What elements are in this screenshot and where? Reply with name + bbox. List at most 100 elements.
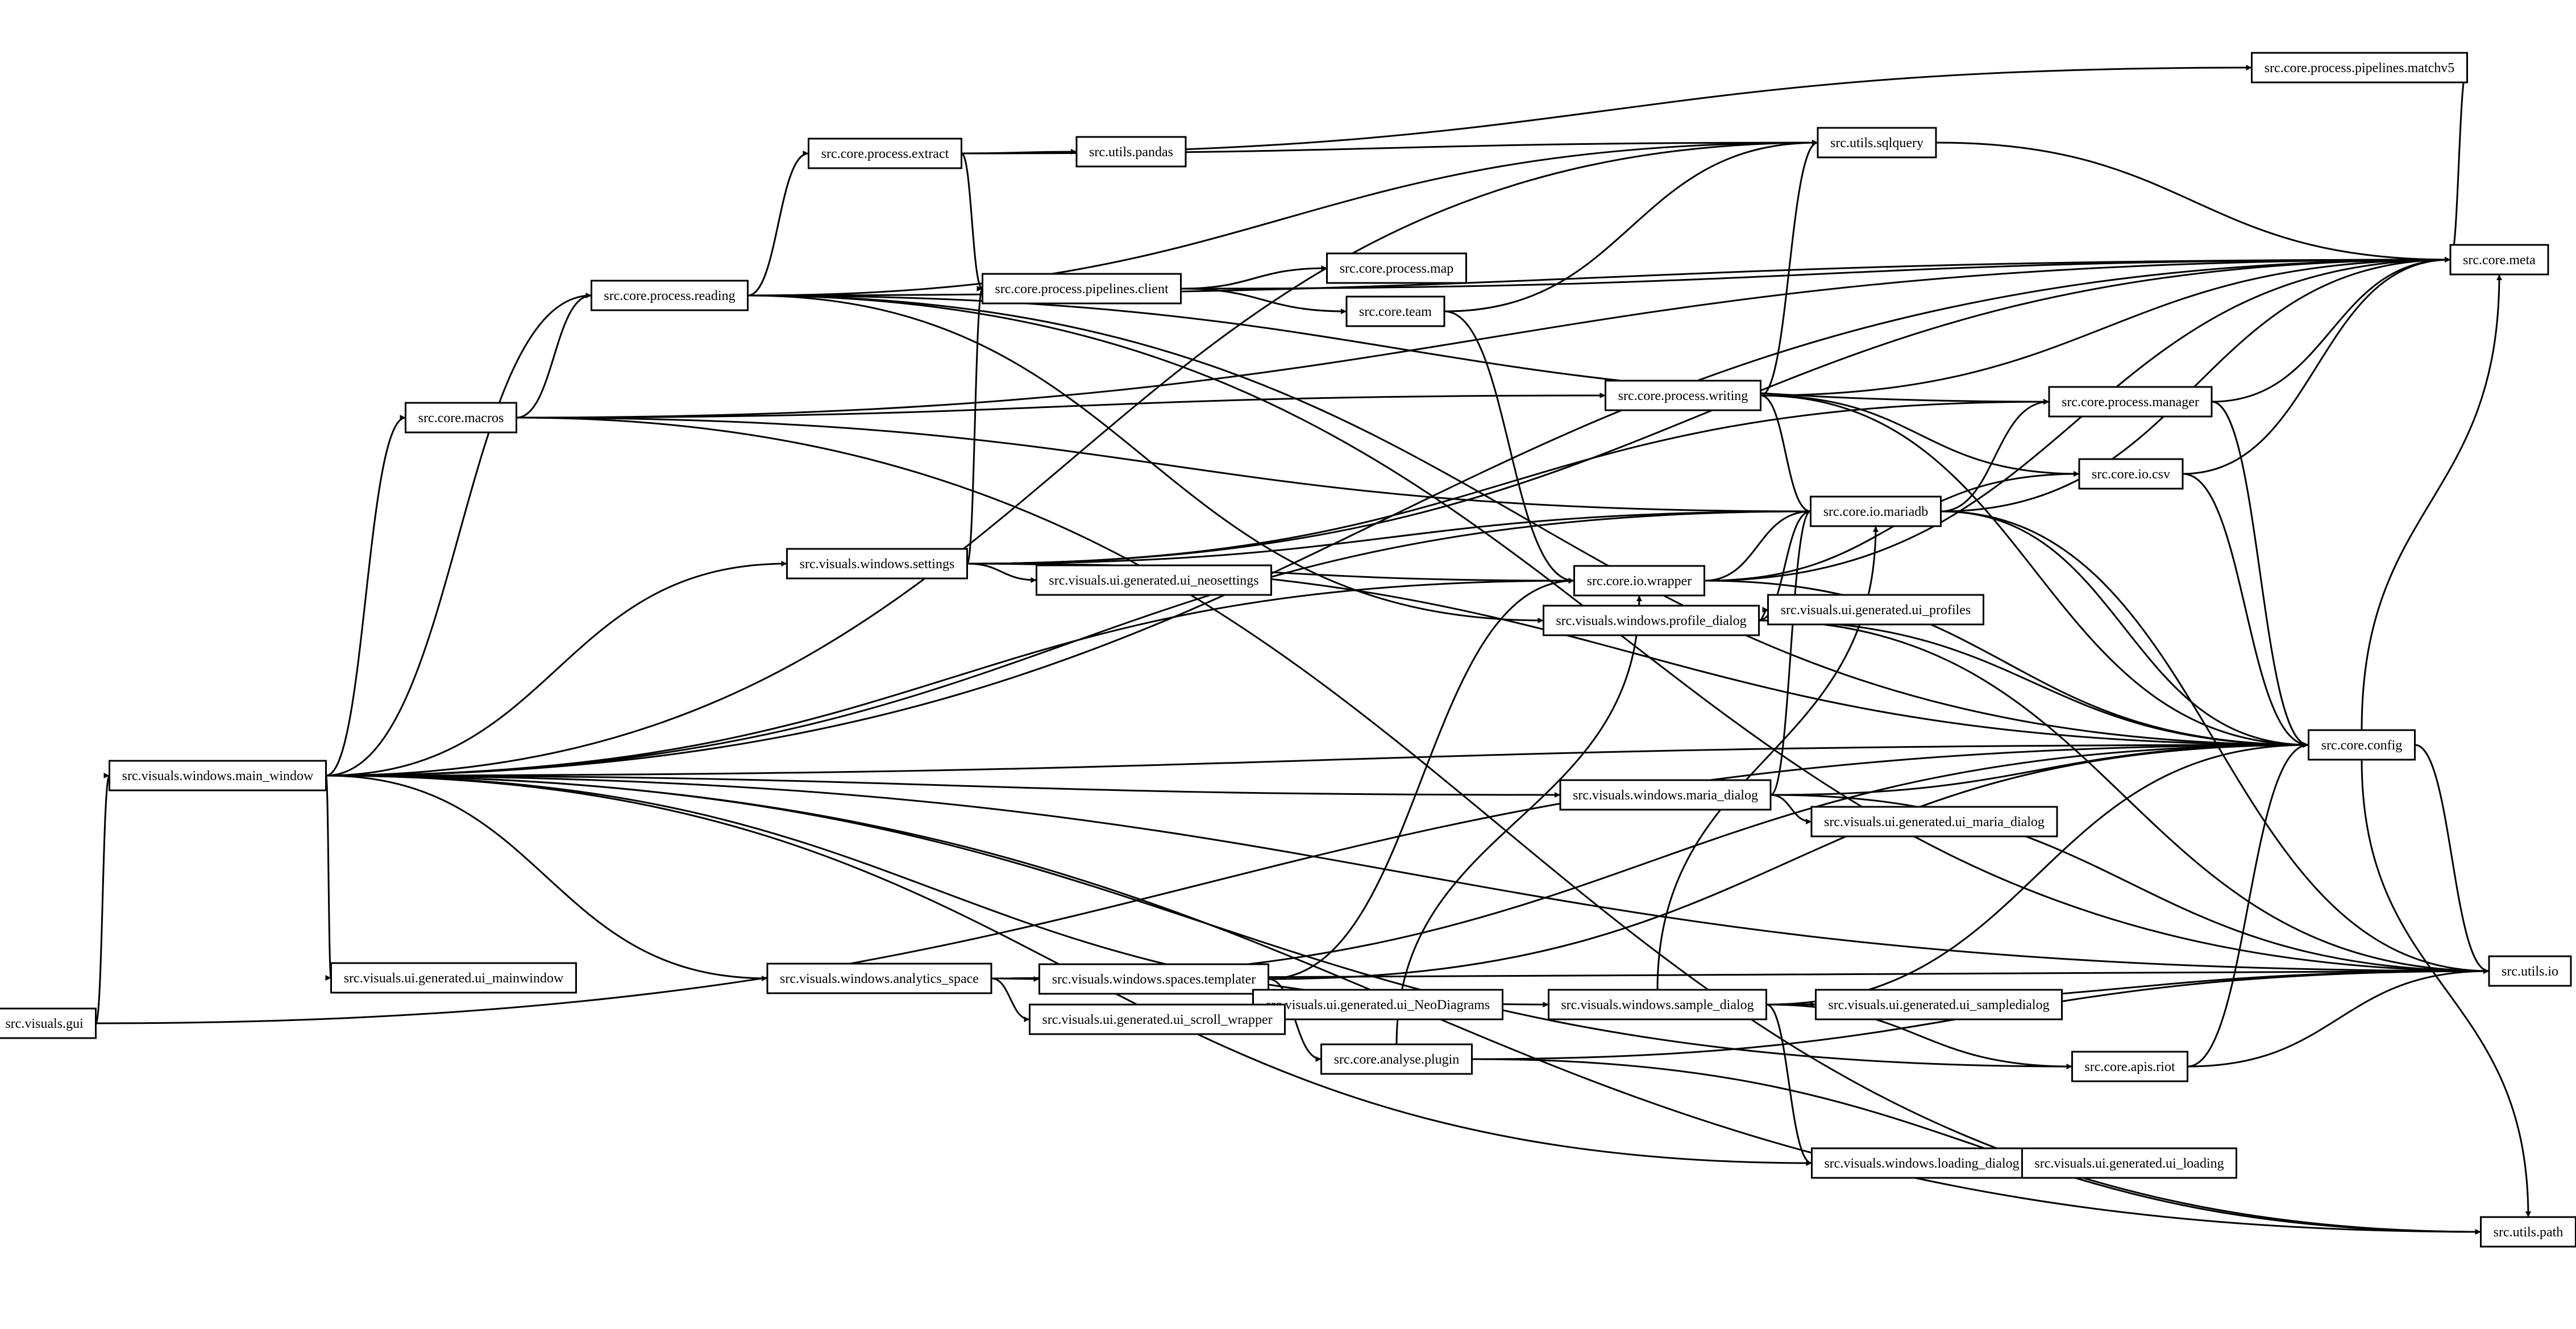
node-reading[interactable]: src.core.process.reading	[591, 280, 749, 311]
node-client[interactable]: src.core.process.pipelines.client	[982, 273, 1182, 305]
edge-plugin-to-path	[1472, 1058, 2481, 1235]
edge-reading-to-sqlquery	[747, 140, 1818, 297]
node-main-window[interactable]: src.visuals.windows.main_window	[109, 760, 327, 791]
edge-main_window-to-analytics_space	[326, 774, 768, 981]
edge-path	[1760, 140, 1818, 397]
node-box	[2449, 244, 2549, 276]
node-box	[1036, 564, 1272, 596]
node-box	[1605, 380, 1761, 411]
node-ui-profiles[interactable]: src.visuals.ui.generated.ui_profiles	[1767, 594, 1984, 626]
edge-path	[1770, 509, 1811, 796]
node-label: src.core.team	[1359, 305, 1432, 319]
edge-mariadb-to-config	[1941, 510, 2309, 748]
node-extract[interactable]: src.core.process.extract	[808, 138, 962, 169]
node-ui-neodiagrams[interactable]: src.visuals.ui.generated.ui_NeoDiagrams	[1252, 989, 1503, 1020]
edge-main_window-to-meta	[326, 257, 2451, 777]
edge-client-to-map	[1181, 265, 1327, 290]
edge-config-to-io	[2415, 744, 2490, 974]
node-riot[interactable]: src.core.apis.riot	[2071, 1051, 2188, 1082]
node-io[interactable]: src.utils.io	[2488, 955, 2572, 987]
edge-path	[326, 742, 2309, 777]
edge-writing-to-config	[1760, 394, 2309, 748]
edge-path	[961, 65, 2252, 155]
node-templater[interactable]: src.visuals.windows.spaces.templater	[1038, 963, 1269, 995]
node-ui-loading[interactable]: src.visuals.ui.generated.ui_loading	[2021, 1147, 2237, 1179]
node-matchv5[interactable]: src.core.process.pipelines.matchv5	[2251, 52, 2468, 84]
node-pandas[interactable]: src.utils.pandas	[1075, 136, 1187, 168]
node-ui-scroll-wrapper[interactable]: src.visuals.ui.generated.ui_scroll_wrapp…	[1029, 1003, 1286, 1035]
edge-main_window-to-maria_dialog	[326, 774, 1561, 798]
edge-settings-to-meta	[967, 257, 2451, 565]
edge-reading-to-profile_dialog	[747, 294, 1544, 623]
edge-path	[747, 151, 809, 297]
edge-csv-to-config	[2182, 473, 2309, 748]
edge-wrapper-to-meta	[1704, 257, 2451, 582]
edge-path	[516, 416, 2481, 1235]
node-label: src.core.process.manager	[2062, 395, 2199, 410]
edge-writing-to-csv	[1760, 394, 2080, 477]
node-map[interactable]: src.core.process.map	[1326, 252, 1467, 284]
node-ui-sampledialog[interactable]: src.visuals.ui.generated.ui_sampledialog	[1815, 989, 2063, 1020]
edge-mariadb-to-io	[1941, 510, 2490, 974]
edge-extract-to-matchv5	[961, 65, 2252, 155]
node-analytics-space[interactable]: src.visuals.windows.analytics_space	[766, 963, 992, 994]
node-ui-maria-dialog[interactable]: src.visuals.ui.generated.ui_maria_dialog	[1810, 806, 2058, 838]
node-settings[interactable]: src.visuals.windows.settings	[786, 548, 968, 580]
edge-path	[1759, 619, 2490, 974]
node-box	[1810, 495, 1942, 527]
node-sample-dialog[interactable]: src.visuals.windows.sample_dialog	[1548, 989, 1767, 1020]
edge-main_window-to-sqlquery	[326, 140, 1818, 777]
node-maria-dialog[interactable]: src.visuals.windows.maria_dialog	[1559, 779, 1772, 811]
edge-path	[2182, 473, 2309, 748]
node-box	[1038, 963, 1269, 995]
node-mariadb[interactable]: src.core.io.mariadb	[1810, 495, 1942, 527]
node-label: src.core.process.reading	[604, 289, 735, 303]
node-writing[interactable]: src.core.process.writing	[1605, 380, 1761, 411]
node-profile-dialog[interactable]: src.visuals.windows.profile_dialog	[1543, 605, 1760, 636]
node-label: src.visuals.gui	[5, 1016, 84, 1031]
edge-path	[95, 773, 110, 1024]
edge-writing-to-sqlquery	[1760, 140, 1818, 397]
node-ui-neosettings[interactable]: src.visuals.ui.generated.ui_neosettings	[1036, 564, 1272, 596]
node-csv[interactable]: src.core.io.csv	[2078, 458, 2184, 490]
node-sqlquery[interactable]: src.utils.sqlquery	[1817, 127, 1937, 159]
edge-path	[1181, 257, 2451, 290]
edge-path	[2361, 759, 2531, 1218]
node-box	[1252, 989, 1503, 1020]
edge-path	[326, 257, 2451, 777]
node-box	[2048, 386, 2213, 418]
node-label: src.visuals.ui.generated.ui_maria_dialog	[1824, 815, 2045, 830]
node-team[interactable]: src.core.team	[1345, 295, 1445, 327]
node-gui[interactable]: src.visuals.gui	[0, 1007, 97, 1039]
node-macros[interactable]: src.core.macros	[405, 402, 517, 434]
node-label: src.core.process.pipelines.matchv5	[2265, 61, 2455, 76]
edge-main_window-to-macros	[326, 415, 406, 777]
edge-path	[1472, 1058, 2481, 1235]
node-label: src.visuals.windows.main_window	[122, 769, 314, 784]
edge-maria_dialog-to-ui_maria_dialog	[1770, 794, 1812, 824]
node-config[interactable]: src.core.config	[2308, 729, 2416, 761]
node-box	[2480, 1216, 2576, 1248]
edge-reading-to-extract	[747, 151, 809, 297]
edge-path	[2211, 401, 2309, 748]
node-meta[interactable]: src.core.meta	[2449, 244, 2549, 276]
node-box	[1345, 295, 1445, 327]
node-manager[interactable]: src.core.process.manager	[2048, 386, 2213, 418]
edge-path	[1766, 742, 2309, 1006]
edge-profile_dialog-to-config	[1759, 619, 2309, 748]
edge-path	[1759, 619, 2309, 748]
edge-settings-to-mariadb	[967, 509, 1811, 565]
node-box	[1543, 605, 1760, 636]
node-box	[1320, 1043, 1473, 1075]
node-plugin[interactable]: src.core.analyse.plugin	[1320, 1043, 1473, 1075]
node-ui-mainwindow[interactable]: src.visuals.ui.generated.ui_mainwindow	[330, 962, 577, 994]
node-loading-dialog[interactable]: src.visuals.windows.loading_dialog	[1811, 1147, 2033, 1179]
edge-macros-to-meta	[516, 257, 2451, 419]
node-box	[1559, 779, 1772, 811]
node-path[interactable]: src.utils.path	[2480, 1216, 2576, 1248]
edge-path	[967, 509, 1811, 565]
edge-path	[1704, 257, 2451, 582]
edge-sqlquery-to-meta	[1935, 141, 2451, 263]
node-wrapper[interactable]: src.core.io.wrapper	[1573, 565, 1705, 597]
